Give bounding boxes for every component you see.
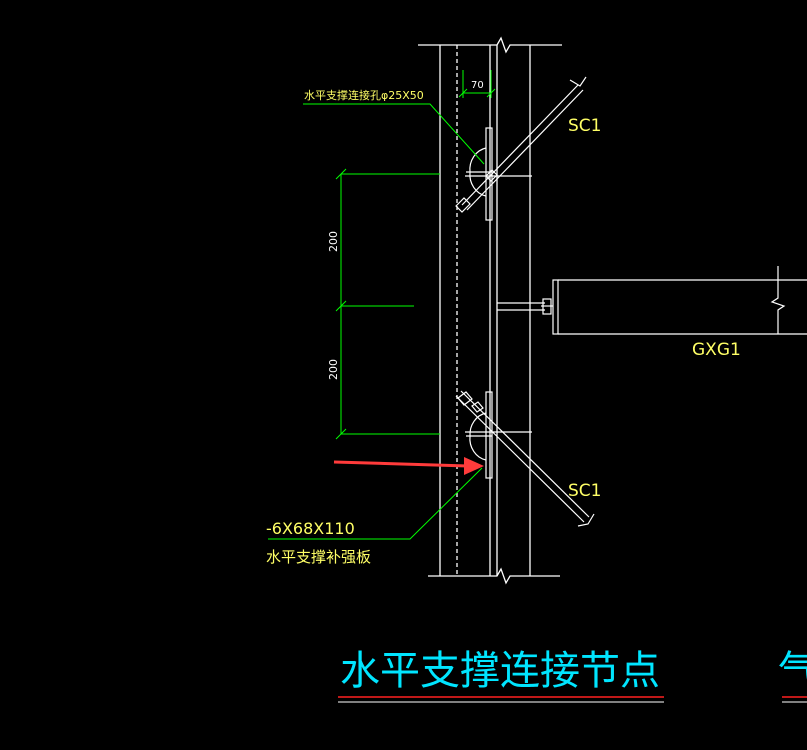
lower-reinforcing-plate <box>485 391 493 479</box>
purlin-label: GXG1 <box>692 340 741 360</box>
slot-note-leader <box>303 103 485 165</box>
plate-name-label: 水平支撑补强板 <box>266 548 371 566</box>
lower-brace-rod-b <box>460 390 590 518</box>
red-arrow <box>333 457 484 475</box>
dimensions <box>268 70 496 540</box>
purlin-break <box>770 266 786 334</box>
lower-node <box>455 390 595 527</box>
purlin-end-plate <box>552 279 559 335</box>
dim-200-lower-label: 200 <box>327 359 340 380</box>
upper-nut <box>455 197 471 213</box>
brace-lower-label: SC1 <box>568 481 601 501</box>
purlin <box>497 266 807 335</box>
upper-node <box>455 76 587 221</box>
column-bottom-break <box>428 567 560 585</box>
plate-spec-label: -6X68X110 <box>266 519 355 538</box>
lower-nut <box>457 391 473 406</box>
plate-note-leader <box>268 467 483 540</box>
lower-brace-rod-a <box>455 395 585 523</box>
next-title-fragment: 气 <box>778 648 807 694</box>
upper-brace-rod-a <box>461 84 579 206</box>
upper-brace-rod-b <box>466 89 584 211</box>
dim-70-label: 70 <box>471 80 484 91</box>
dim-200-upper-label: 200 <box>327 231 340 252</box>
brace-upper-label: SC1 <box>568 116 601 136</box>
upper-reinforcing-plate <box>485 127 493 221</box>
column <box>418 36 562 585</box>
slot-note-label: 水平支撑连接孔φ25X50 <box>304 88 424 102</box>
drawing-title: 水平支撑连接节点 <box>340 648 660 694</box>
column-top-break <box>418 36 562 54</box>
